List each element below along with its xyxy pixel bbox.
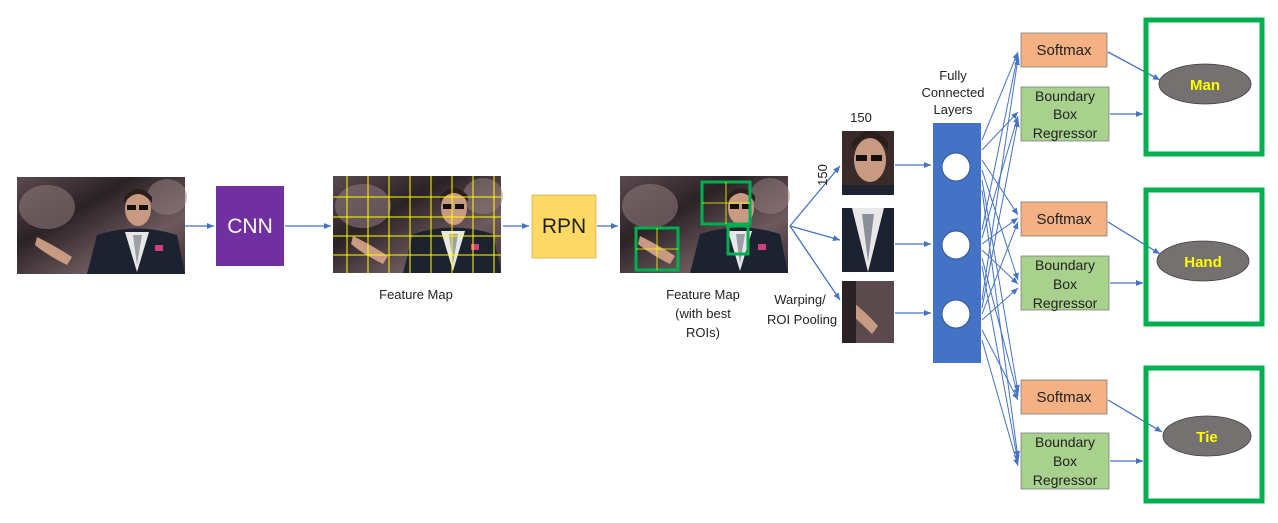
output-label-man: Man (1190, 77, 1220, 94)
arrow-rois-crop2 (789, 225, 841, 242)
arrow-rois-crop1 (789, 165, 841, 227)
fc-fanout-arrows (981, 51, 1021, 467)
rpn-block: RPN (531, 194, 597, 259)
cnn-block: CNN (216, 186, 284, 266)
roi-feature-map-image (620, 176, 790, 273)
regressor-box-man (1020, 86, 1110, 142)
fc-layer-block (933, 123, 981, 363)
regressor-box-tie (1020, 432, 1110, 490)
head-tie: Softmax Boundary Box Regressor Tie (1020, 365, 1265, 504)
head-hand: Softmax Boundary Box Regressor Hand (1020, 187, 1265, 327)
warped-roi-hand (842, 281, 894, 343)
output-ellipse-man (1158, 63, 1252, 105)
rpn-label: RPN (542, 215, 586, 238)
regressor-label-hand-2: Box (1053, 276, 1077, 292)
input-image (17, 177, 187, 274)
softmax-label-tie: Softmax (1036, 389, 1092, 406)
regressor-label-hand-3: Regressor (1033, 295, 1098, 311)
output-label-tie: Tie (1196, 429, 1217, 446)
softmax-box-tie (1020, 379, 1108, 415)
feature-map-image (333, 176, 503, 273)
regressor-label-man-3: Regressor (1033, 125, 1098, 141)
regressor-label-tie-2: Box (1053, 453, 1077, 469)
roi-width-label: 150 (850, 110, 872, 125)
output-frame-tie (1143, 365, 1265, 504)
roi-map-caption-line1: Feature Map (666, 287, 740, 302)
roi-map-caption-line3: ROIs) (686, 325, 720, 340)
feature-map-caption: Feature Map (379, 287, 453, 302)
output-label-hand: Hand (1184, 254, 1222, 271)
softmax-label-man: Softmax (1036, 42, 1092, 59)
fc-caption-line3: Layers (933, 102, 973, 117)
warping-caption-line1: Warping/ (774, 292, 826, 307)
fc-caption-line2: Connected (922, 85, 985, 100)
output-ellipse-hand (1156, 240, 1250, 282)
regressor-label-man-1: Boundary (1035, 88, 1095, 104)
softmax-label-hand: Softmax (1036, 211, 1092, 228)
regressor-box-hand (1020, 255, 1110, 311)
feature-grid (333, 176, 501, 273)
regressor-label-man-2: Box (1053, 106, 1077, 122)
regressor-label-hand-1: Boundary (1035, 257, 1095, 273)
fc-caption-line1: Fully (939, 68, 967, 83)
regressor-label-tie-3: Regressor (1033, 472, 1098, 488)
output-frame-man (1143, 17, 1265, 157)
softmax-box-hand (1020, 201, 1108, 237)
warping-caption-line2: ROI Pooling (767, 312, 837, 327)
roi-height-label: 150 (815, 164, 830, 186)
softmax-box-man (1020, 32, 1108, 68)
roi-map-caption-line2: (with best (675, 306, 731, 321)
head-man: Softmax Boundary Box Regressor Man (1020, 17, 1265, 157)
output-ellipse-tie (1162, 415, 1252, 457)
cnn-label: CNN (227, 215, 273, 238)
warped-roi-tie (842, 208, 894, 272)
arrow-rois-crop3 (789, 225, 841, 301)
warped-roi-face (842, 131, 894, 195)
regressor-label-tie-1: Boundary (1035, 434, 1095, 450)
output-frame-hand (1143, 187, 1265, 327)
